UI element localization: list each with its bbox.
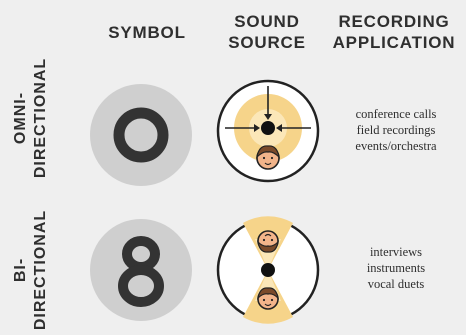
omni-applications: conference calls field recordings events… [326, 106, 466, 154]
header-sound-source: SOUND SOURCE [212, 11, 322, 53]
header-recording-line-2: APPLICATION [332, 33, 456, 52]
omni-source-icon [216, 79, 320, 183]
figure8-symbol-icon [90, 219, 192, 321]
figure8-application-item: vocal duets [367, 277, 425, 291]
row-label-omni-line-1: OMNI- [12, 91, 29, 145]
row-label-bi-line-1: BI- [12, 257, 29, 283]
row-label-bidirectional: BI- DIRECTIONAL [11, 205, 51, 335]
header-sound-source-line-2: SOURCE [228, 33, 306, 52]
omni-application-item: conference calls [355, 107, 437, 121]
omni-symbol-glyph [113, 107, 169, 163]
person-head-icon [256, 145, 280, 170]
omni-symbol-icon [90, 84, 192, 186]
figure8-application-item: instruments [366, 261, 426, 275]
person-head-icon [257, 230, 279, 253]
omni-application-item: field recordings [356, 123, 436, 137]
omni-mic-capsule [261, 121, 275, 135]
person-head-icon [257, 287, 279, 310]
header-sound-source-line-1: SOUND [234, 12, 300, 31]
row-label-omnidirectional: OMNI- DIRECTIONAL [11, 53, 51, 183]
omni-application-item: events/orchestra [355, 139, 437, 153]
figure8-symbol-glyph [118, 236, 164, 307]
omni-symbol-disc [90, 84, 192, 186]
row-label-omni-line-2: DIRECTIONAL [32, 57, 49, 179]
header-recording-application: RECORDING APPLICATION [322, 11, 466, 53]
figure8-applications: interviews instruments vocal duets [326, 244, 466, 292]
figure8-source-icon [216, 216, 320, 324]
figure8-application-item: interviews [369, 245, 423, 259]
header-symbol-line: SYMBOL [108, 23, 186, 42]
header-symbol: SYMBOL [92, 22, 202, 43]
header-recording-line-1: RECORDING [338, 12, 450, 31]
figure8-mic-capsule [261, 263, 275, 277]
omni-arrows [225, 86, 311, 129]
omni-arrowheads [254, 114, 282, 132]
row-label-bi-line-2: DIRECTIONAL [32, 209, 49, 331]
